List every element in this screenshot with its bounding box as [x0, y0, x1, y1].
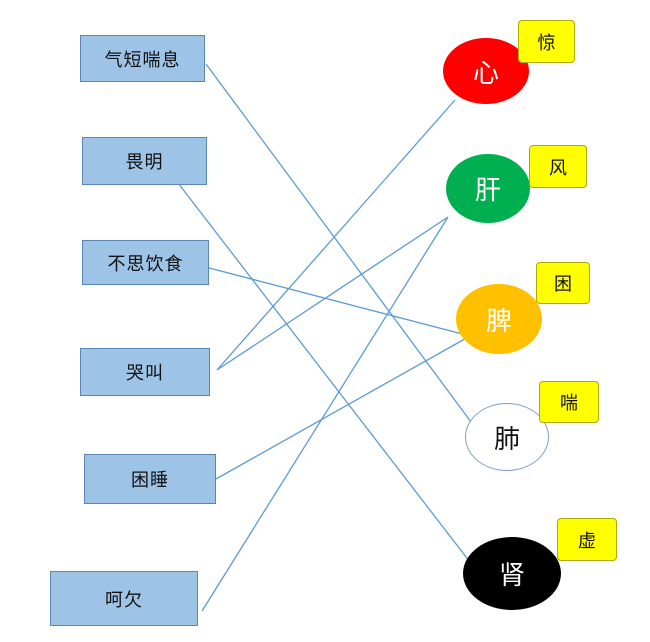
symptom-label: 畏明 — [125, 152, 164, 173]
symptom-label: 气短喘息 — [104, 49, 181, 71]
organ-label: 脾 — [485, 306, 512, 337]
organ-label: 肾 — [498, 561, 525, 591]
symptom-box-weiming: 畏明 — [82, 137, 207, 185]
organ-tag-kun: 困 — [536, 262, 590, 304]
symptom-box-kujiao: 哭叫 — [80, 348, 210, 396]
connection-line — [216, 99, 456, 371]
organ-label: 心 — [472, 58, 499, 89]
symptom-label: 不思饮食 — [107, 253, 184, 275]
symptom-box-qiduan: 气短喘息 — [80, 35, 205, 82]
tag-label: 惊 — [537, 32, 556, 54]
connection-line — [167, 169, 474, 567]
organ-label: 肝 — [474, 176, 501, 206]
organ-circle-kidney: 肾 — [463, 537, 561, 610]
organ-tag-xu: 虚 — [557, 518, 617, 561]
symptom-label: 困睡 — [131, 470, 169, 491]
organ-circle-heart: 心 — [443, 38, 529, 104]
symptom-box-busiyinshi: 不思饮食 — [82, 240, 209, 285]
connection-line — [201, 216, 449, 612]
tag-label: 喘 — [560, 393, 578, 414]
tag-label: 风 — [549, 157, 567, 179]
organ-tag-jing: 惊 — [518, 20, 575, 63]
connection-line — [189, 262, 471, 337]
symptom-label: 呵欠 — [105, 589, 143, 611]
organ-tag-chuan: 喘 — [539, 381, 599, 423]
organ-circle-liver: 肝 — [446, 154, 530, 223]
organ-tag-feng: 风 — [529, 145, 587, 188]
connection-line — [216, 216, 449, 371]
organ-label: 肺 — [493, 424, 520, 455]
connection-line — [205, 63, 475, 427]
organ-circle-spleen: 脾 — [456, 284, 542, 354]
tag-label: 虚 — [578, 530, 596, 552]
symptom-box-heqian: 呵欠 — [50, 571, 198, 626]
organ-circle-lung: 肺 — [465, 403, 549, 471]
connection-line — [215, 335, 471, 480]
symptom-label: 哭叫 — [126, 363, 164, 384]
symptom-box-kunshui: 困睡 — [84, 454, 216, 504]
tag-label: 困 — [554, 274, 572, 295]
